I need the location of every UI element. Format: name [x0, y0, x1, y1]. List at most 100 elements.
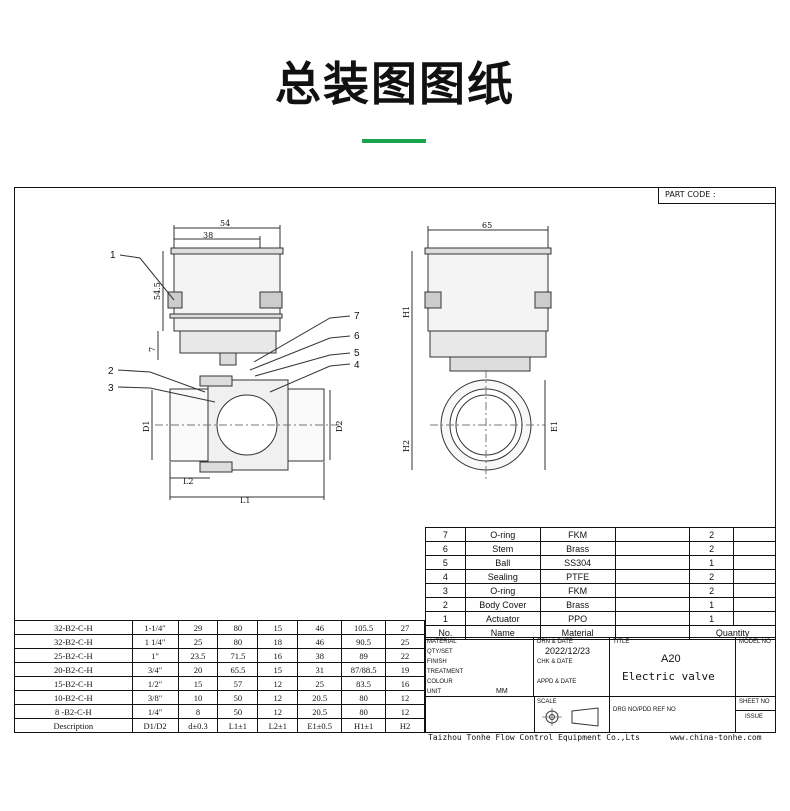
callout-4: 4 [354, 360, 360, 371]
label-model-no: MODEL NO [739, 639, 771, 645]
drawing-sheet [14, 187, 776, 733]
page-title: 总装图图纸 [275, 57, 515, 111]
part-no: 4 [425, 569, 466, 584]
part-name: Ball [464, 555, 541, 570]
part-no: 3 [425, 583, 466, 598]
part-qty: 1 [689, 611, 735, 626]
actuator-side-body [427, 250, 549, 332]
part-name: Sealing [464, 569, 541, 584]
part-code-label: PART CODE : [665, 190, 716, 199]
dim-h1: H1 [402, 306, 411, 318]
callout-1: 1 [110, 250, 116, 261]
footer-company: Taizhou Tonhe Flow Control Equipment Co.… [428, 733, 640, 742]
label-qty-set: QTY/SET [427, 649, 453, 655]
part-material: Brass [539, 541, 616, 556]
drn-date-value: 2022/12/23 [545, 646, 591, 656]
part-qty: 2 [689, 583, 735, 598]
label-unit: UNIT [427, 689, 441, 695]
dim-d1: D1 [142, 420, 151, 432]
part-material: PTFE [539, 569, 616, 584]
part-name: O-ring [464, 583, 541, 598]
title-code: A20 [661, 653, 681, 665]
part-material: FKM [539, 527, 616, 542]
dim-7: 7 [148, 347, 157, 352]
header-no: No. [425, 625, 466, 640]
part-qty: 1 [689, 555, 735, 570]
part-name: Actuator [464, 611, 541, 626]
label-appd-date: APPD & DATE [537, 679, 577, 685]
label-material: MATERIAL [427, 639, 457, 645]
label-treatment: TREATMENT [427, 669, 464, 675]
dim-54: 54 [220, 219, 230, 228]
part-name: O-ring [464, 527, 541, 542]
callout-7: 7 [354, 311, 360, 322]
label-issue: ISSUE [745, 714, 764, 720]
part-qty: 2 [689, 527, 735, 542]
callout-3: 3 [108, 383, 114, 394]
label-drg-no: DRG NO/PDD REF NO [613, 707, 676, 713]
dim-38: 38 [203, 231, 213, 240]
part-qty: 2 [689, 569, 735, 584]
label-finish: FINISH [427, 659, 447, 665]
unit-value: MM [496, 688, 508, 695]
label-scale: SCALE [537, 699, 557, 705]
title-name: Electric valve [622, 670, 715, 683]
title-accent-bar [362, 139, 426, 143]
label-sheet-no: SHEET NO [739, 699, 770, 705]
part-name: Stem [464, 541, 541, 556]
dim-h2: H2 [402, 440, 411, 452]
header-qty: Quantity [689, 625, 776, 640]
header-material: Material [539, 625, 616, 640]
callout-6: 6 [354, 331, 360, 342]
title-block-materials [425, 637, 534, 697]
part-material: PPO [539, 611, 616, 626]
dim-l1: L1 [240, 496, 250, 505]
projection-symbol-icon [542, 707, 599, 727]
footer-website: www.china-tonhe.com [670, 733, 762, 742]
part-qty: 2 [689, 541, 735, 556]
label-colour: COLOUR [427, 679, 453, 685]
part-no: 1 [425, 611, 466, 626]
part-qty: 1 [689, 597, 735, 612]
part-material: Brass [539, 597, 616, 612]
part-name: Body Cover [464, 597, 541, 612]
part-material: SS304 [539, 555, 616, 570]
callout-5: 5 [354, 348, 360, 359]
label-drn-date: DRN & DATE [537, 639, 573, 645]
dim-e1: E1 [550, 421, 559, 432]
part-code-box: PART CODE : [658, 187, 776, 204]
label-title: TITLE [613, 639, 630, 645]
callout-2: 2 [108, 366, 114, 377]
dim-d2: D2 [335, 420, 344, 432]
part-no: 7 [425, 527, 466, 542]
actuator-front-body [173, 250, 281, 332]
part-no: 6 [425, 541, 466, 556]
label-chk-date: CHK & DATE [537, 659, 573, 665]
part-no: 5 [425, 555, 466, 570]
dim-l2: L2 [183, 477, 193, 486]
part-no: 2 [425, 597, 466, 612]
part-material: FKM [539, 583, 616, 598]
dim-54-5: 54.5 [153, 282, 162, 300]
dim-65: 65 [482, 221, 492, 230]
header-name: Name [464, 625, 541, 640]
